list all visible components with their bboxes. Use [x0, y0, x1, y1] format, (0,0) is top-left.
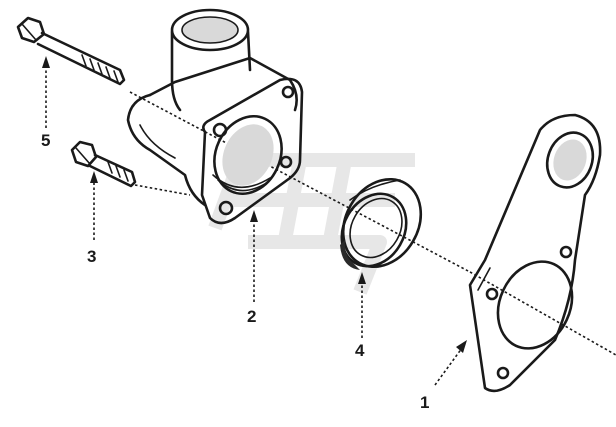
callout-5: 5 — [41, 131, 50, 150]
thermostat-housing — [126, 8, 304, 225]
arrowhead-4 — [358, 272, 366, 284]
assembly-axis-line — [129, 91, 616, 356]
callout-1: 1 — [420, 393, 429, 412]
callout-2: 2 — [247, 307, 256, 326]
seal-ring — [340, 177, 423, 270]
arrowhead-2 — [250, 210, 258, 222]
callout-4: 4 — [355, 341, 365, 360]
bolt-long — [16, 16, 126, 86]
gasket — [468, 113, 602, 393]
arrowhead-1 — [456, 340, 467, 353]
bolt-3-axis-line — [134, 184, 191, 196]
callout-labels: 5 3 2 4 1 — [41, 131, 429, 412]
arrowhead-3 — [90, 171, 98, 183]
leader-lines — [42, 56, 467, 386]
arrowhead-5 — [42, 56, 50, 68]
leader-1 — [434, 347, 463, 386]
bolt-short — [70, 140, 137, 188]
callout-3: 3 — [87, 247, 96, 266]
